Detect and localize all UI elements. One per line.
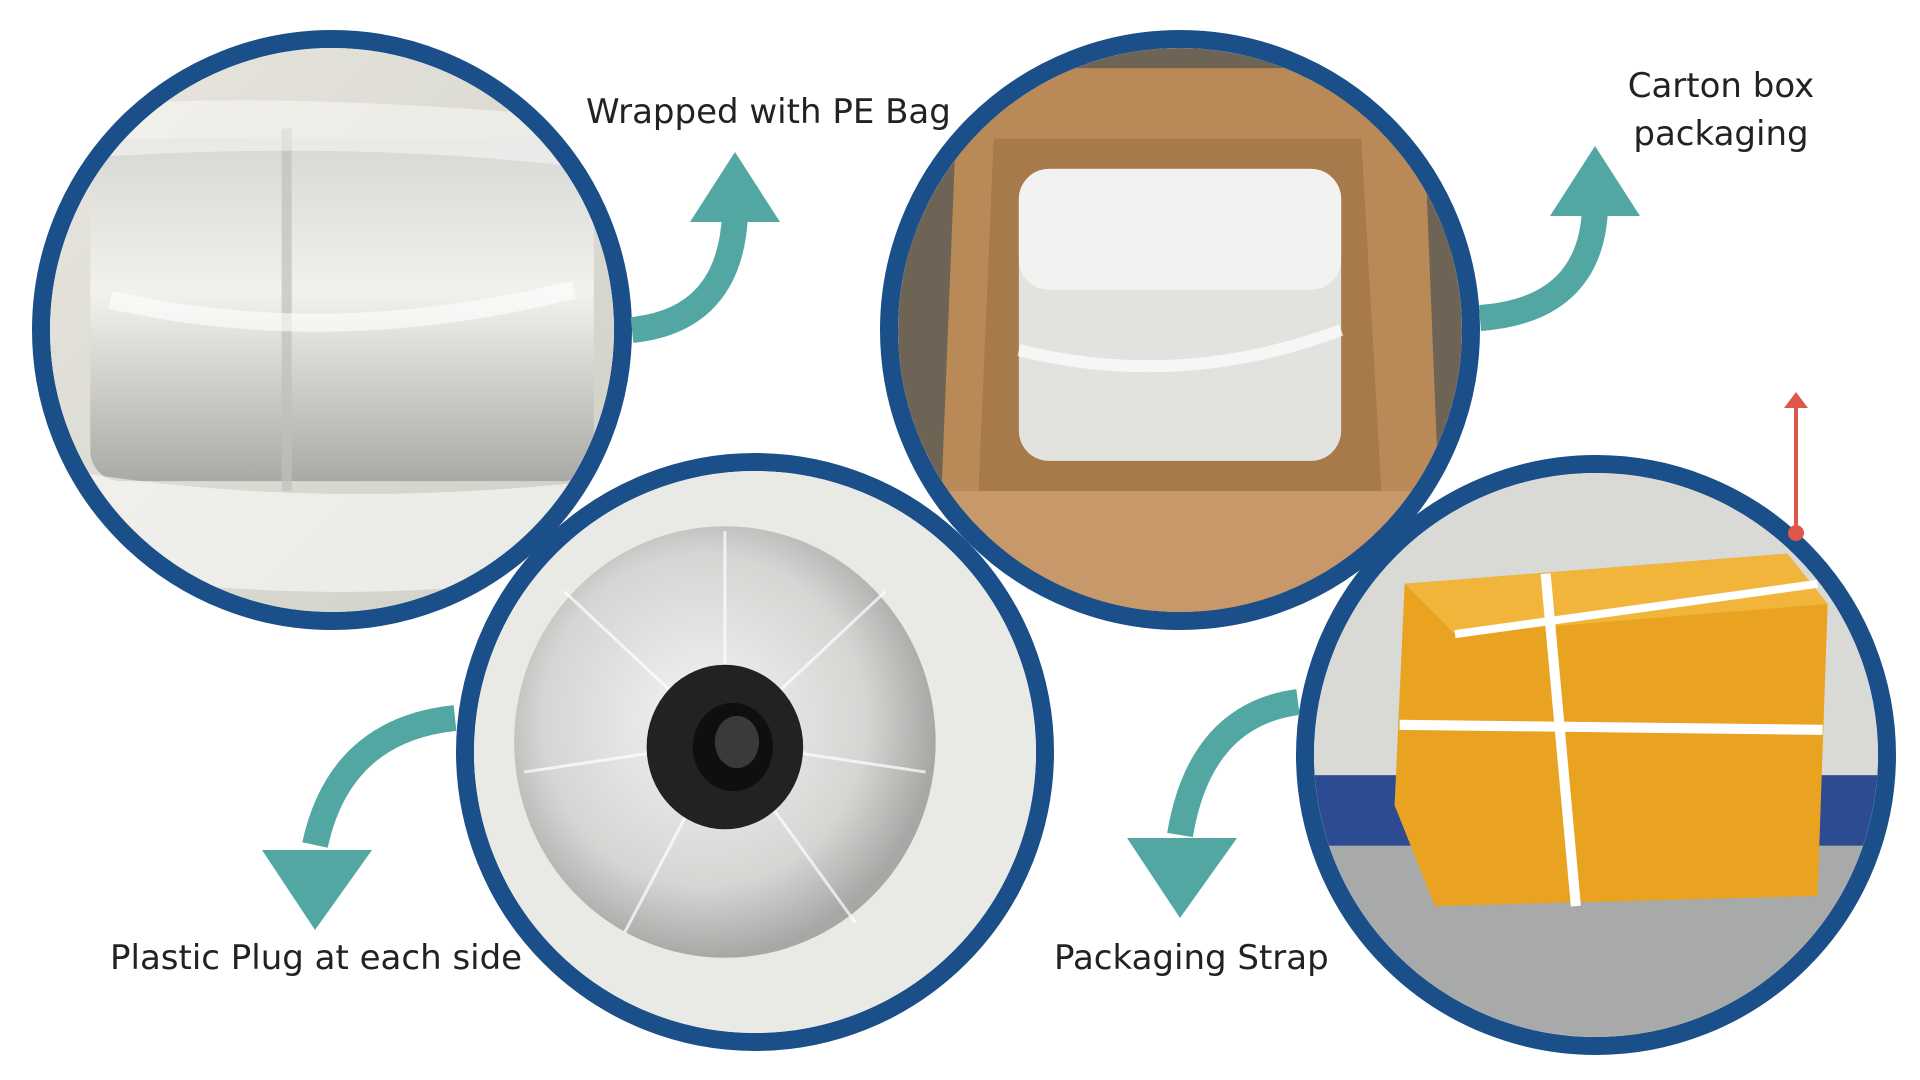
- strapped-box-photo: [1296, 455, 1896, 1055]
- curved-arrow-icon: [1478, 146, 1640, 331]
- pe-bag-roll-photo: [32, 30, 632, 630]
- caption-carton-line1: Carton box: [1627, 66, 1815, 106]
- red-up-arrow-icon: [1784, 392, 1808, 541]
- caption-packaging-strap: Packaging Strap: [1054, 938, 1329, 978]
- caption-pe-bag: Wrapped with PE Bag: [586, 92, 951, 132]
- caption-carton-line2: packaging: [1633, 114, 1809, 154]
- plastic-plug-roll-photo: [456, 453, 1054, 1051]
- curved-arrow-icon: [1127, 689, 1301, 918]
- curved-arrow-icon: [262, 705, 457, 930]
- caption-carton-box: Carton box packaging: [1626, 62, 1816, 158]
- caption-plastic-plug: Plastic Plug at each side: [110, 938, 523, 978]
- curved-arrow-icon: [630, 152, 780, 343]
